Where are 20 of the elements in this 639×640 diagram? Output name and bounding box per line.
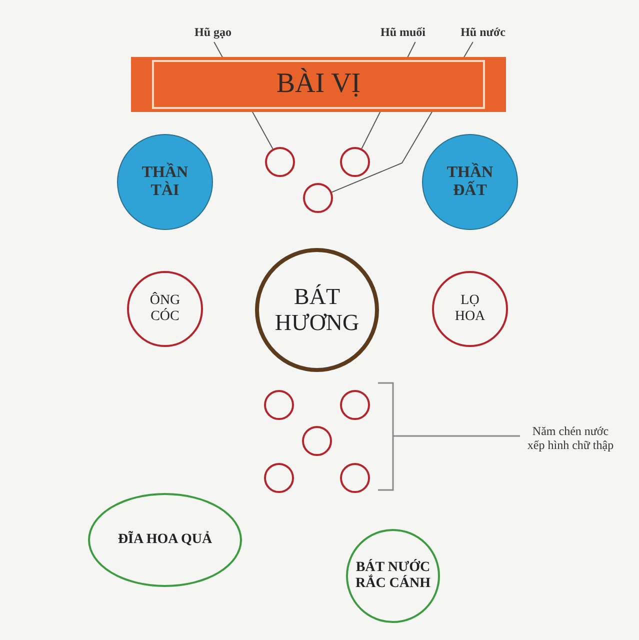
cup-circle [340, 390, 370, 420]
cup-circle [302, 426, 332, 456]
cup-circle [340, 463, 370, 493]
jar-circle [340, 147, 370, 177]
deity-circle: THẦN TÀI [117, 134, 213, 230]
cup-circle [264, 390, 294, 420]
incense-bowl-circle: BÁT HƯƠNG [255, 248, 379, 372]
jar-circle [265, 147, 295, 177]
tablet-plaque: BÀI VỊ [131, 57, 506, 112]
cup-circle [264, 463, 294, 493]
deity-circle: THẦN ĐẤT [422, 134, 518, 230]
callout-label: Hũ muối [375, 24, 431, 42]
item-circle: LỌ HOA [432, 271, 508, 347]
annotation-text: Năm chén nước xếp hình chữ thập [526, 424, 615, 453]
water-bowl-circle: BÁT NƯỚC RẮC CÁNH [346, 529, 440, 623]
item-circle: ÔNG CÓC [127, 271, 203, 347]
plate-ellipse: ĐĨA HOA QUẢ [88, 493, 242, 587]
jar-circle [303, 183, 333, 213]
callout-label: Hũ gạo [185, 24, 241, 42]
callout-label: Hũ nước [455, 24, 511, 42]
